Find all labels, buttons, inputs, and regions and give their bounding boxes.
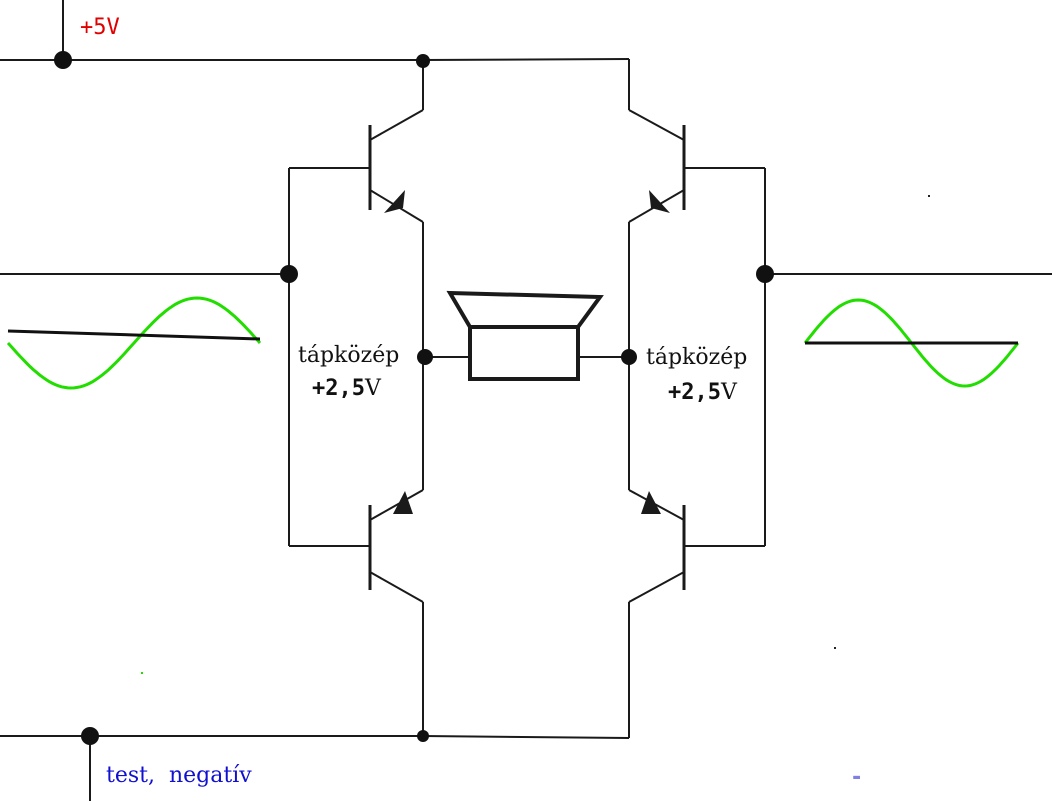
- junction-left-bottom: [417, 730, 429, 742]
- q4-collector: [628, 571, 685, 603]
- junctions: [54, 51, 774, 745]
- junction-left-top: [416, 54, 430, 68]
- left-signal-axis: [7, 329, 261, 341]
- junction-supply: [54, 51, 72, 69]
- speaker-magnet: [468, 325, 580, 381]
- q3-emitter: [369, 489, 424, 521]
- right-signal-icon: [803, 298, 1020, 388]
- q2-collector: [628, 109, 685, 141]
- left-signal-icon: [6, 296, 262, 390]
- q3-arrow-icon: [393, 491, 413, 514]
- mid-left-voltage: +2,5V: [312, 376, 382, 401]
- q4-arrow-icon: [641, 491, 661, 514]
- junction-ground: [81, 727, 99, 745]
- minus-mark: -: [850, 765, 863, 790]
- ground-rail-right: [422, 735, 630, 739]
- mid-right-voltage: +2,5V: [668, 380, 738, 405]
- junction-right-input: [756, 265, 774, 283]
- q1-collector: [369, 109, 424, 141]
- left-sine-wave: [6, 296, 262, 390]
- junction-right-mid: [621, 349, 637, 365]
- speck: [141, 672, 143, 674]
- stray-specks: [141, 195, 930, 674]
- mid-right-voltage-unit: V: [720, 380, 738, 405]
- mid-left-label: tápközép: [298, 343, 399, 368]
- supply-label: +5V: [80, 15, 120, 40]
- emitter-arrows: [384, 190, 670, 514]
- mid-right-voltage-value: +2,5: [668, 380, 721, 405]
- supply-rail-right: [422, 58, 630, 61]
- mid-left-voltage-value: +2,5: [312, 376, 365, 401]
- ground-label: test, negatív: [106, 763, 252, 788]
- junction-left-input: [280, 265, 298, 283]
- mid-left-voltage-unit: V: [364, 376, 382, 401]
- q2-arrow-icon: [649, 190, 670, 213]
- q4-emitter: [628, 489, 685, 521]
- speaker-cone: [446, 290, 604, 329]
- q1-arrow-icon: [384, 190, 405, 213]
- mid-right-label: tápközép: [646, 345, 747, 370]
- speck: [928, 195, 930, 197]
- junction-left-mid: [417, 349, 433, 365]
- speaker-icon: [446, 290, 604, 381]
- speck: [834, 647, 836, 649]
- q3-collector: [369, 571, 424, 603]
